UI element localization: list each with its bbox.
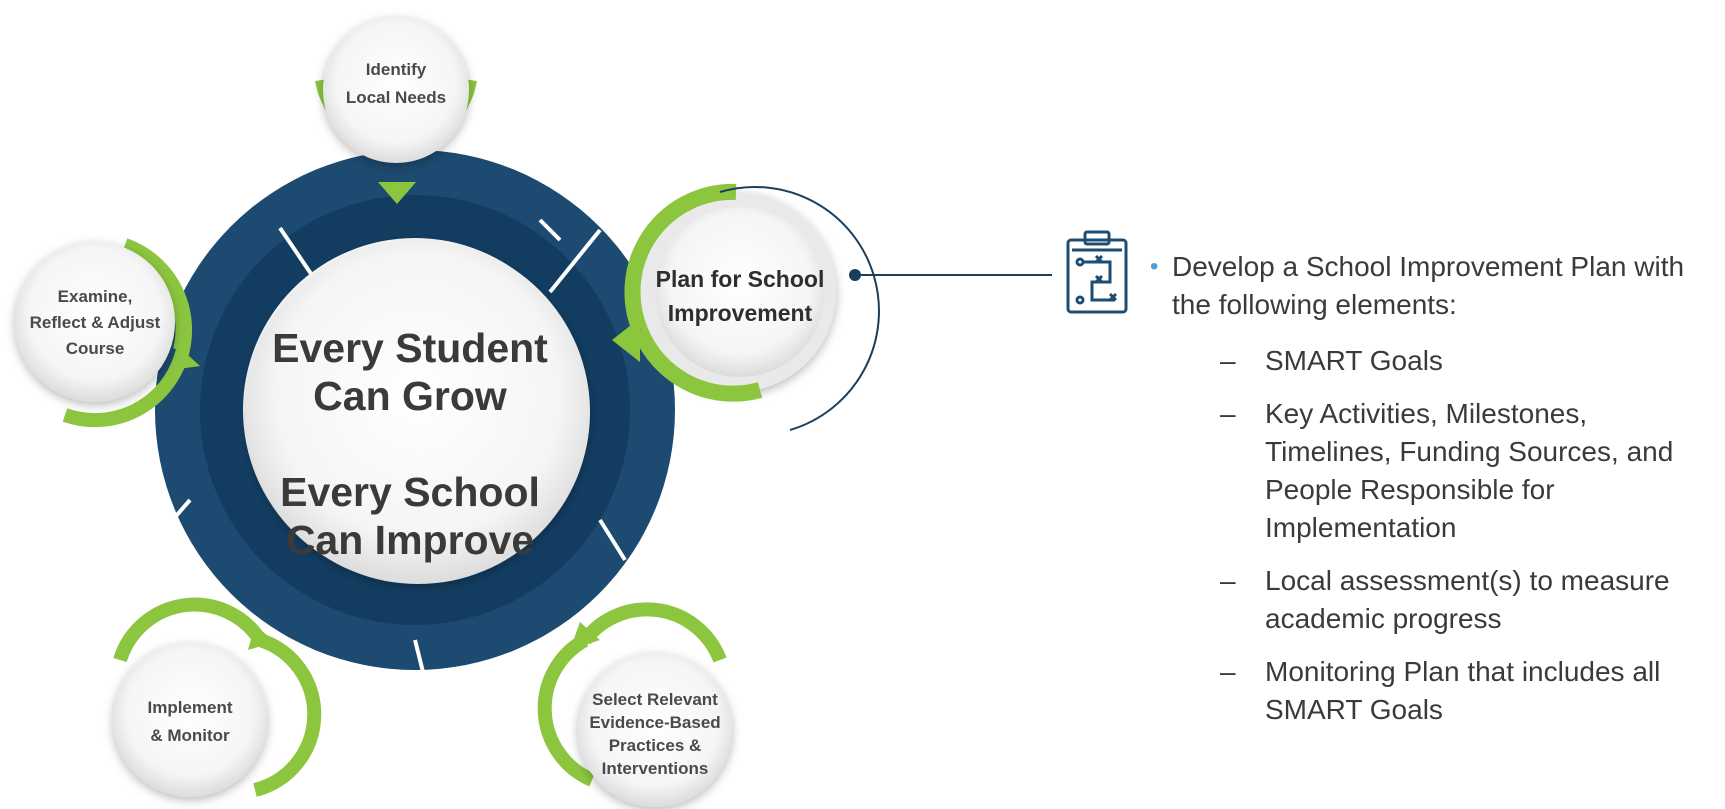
step-select-line-2: Evidence-Based	[589, 713, 720, 732]
step-select-practices: Select Relevant Evidence-Based Practices…	[537, 602, 732, 807]
list-item-text: Monitoring Plan that includes all SMART …	[1265, 656, 1661, 725]
list-item: –Local assessment(s) to measure academic…	[1220, 562, 1710, 638]
step-examine-line-1: Examine,	[58, 287, 133, 306]
center-line-3: Every School	[280, 469, 540, 515]
step-examine-line-2: Reflect & Adjust	[30, 313, 161, 332]
plan-details-bullet: • Develop a School Improvement Plan with…	[1150, 248, 1710, 324]
bullet-dot-icon: •	[1150, 253, 1159, 280]
dash-marker: –	[1220, 656, 1236, 687]
list-item-text: SMART Goals	[1265, 345, 1443, 376]
step-identify-line-2: Local Needs	[346, 88, 446, 107]
list-item: –Monitoring Plan that includes all SMART…	[1220, 653, 1710, 729]
step-implement-line-1: Implement	[147, 698, 232, 717]
plan-detail-connector	[849, 269, 1052, 281]
step-select-line-3: Practices &	[609, 736, 702, 755]
dash-marker: –	[1220, 565, 1236, 596]
list-item-text: Key Activities, Milestones, Timelines, F…	[1265, 398, 1674, 543]
step-select-line-4: Interventions	[602, 759, 709, 778]
list-item-text: Local assessment(s) to measure academic …	[1265, 565, 1670, 634]
step-select-line-1: Select Relevant	[592, 690, 718, 709]
clipboard-plan-icon	[1066, 230, 1128, 314]
center-line-1: Every Student	[272, 325, 548, 371]
step-implement-monitor: Implement & Monitor	[113, 597, 322, 797]
step-examine-line-3: Course	[66, 339, 125, 358]
step-plan-line-1: Plan for School	[656, 266, 825, 292]
dash-marker: –	[1220, 398, 1236, 429]
list-item: –SMART Goals	[1220, 342, 1710, 380]
center-line-2: Can Grow	[313, 373, 507, 419]
dash-marker: –	[1220, 345, 1236, 376]
center-circle: Every Student Can Grow Every School Can …	[246, 240, 590, 584]
step-identify-line-1: Identify	[366, 60, 427, 79]
step-plan-line-2: Improvement	[668, 300, 813, 326]
step-plan-for-school-improvement: Plan for School Improvement	[612, 183, 881, 431]
list-item: –Key Activities, Milestones, Timelines, …	[1220, 395, 1710, 547]
step-identify-local-needs: Identify Local Needs	[315, 17, 477, 204]
step-implement-line-2: & Monitor	[150, 726, 230, 745]
center-line-4: Can Improve	[286, 517, 534, 563]
step-examine-reflect: Examine, Reflect & Adjust Course	[15, 238, 200, 428]
plan-details-panel: • Develop a School Improvement Plan with…	[1150, 248, 1710, 744]
plan-elements-list: –SMART Goals –Key Activities, Milestones…	[1150, 342, 1710, 729]
plan-details-bullet-text: Develop a School Improvement Plan with t…	[1172, 251, 1685, 320]
